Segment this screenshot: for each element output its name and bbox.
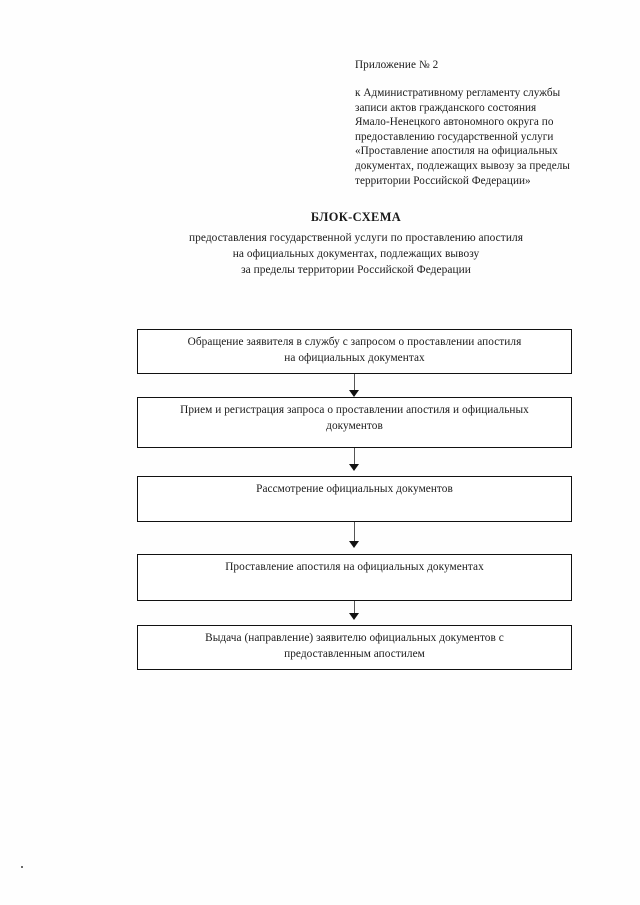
connector-1-to-2 (354, 374, 355, 395)
reference-line: предоставлению государственной услуги (355, 130, 554, 143)
step-line: Обращение заявителя в службу с запросом … (187, 336, 522, 348)
arrowhead-4-to-5 (349, 613, 359, 620)
step-line: Прием и регистрация запроса о проставлен… (180, 404, 529, 416)
flowchart-step-2[interactable]: Прием и регистрация запроса о проставлен… (137, 397, 572, 448)
step-line: предоставленным апостилем (284, 647, 425, 660)
flowchart-step-4-text: Проставление апостиля на официальных док… (146, 560, 563, 576)
appendix-reference-block: Приложение № 2 к Административному регла… (355, 58, 605, 188)
connector-4-to-5 (354, 601, 355, 618)
step-line: Рассмотрение официальных документов (256, 483, 453, 495)
document-title-block: БЛОК-СХЕМА предоставления государственно… (0, 209, 640, 279)
reference-line: документах, подлежащих вывозу за пределы (355, 159, 570, 172)
step-line: Проставление апостиля на официальных док… (225, 561, 484, 573)
subtitle-line: на официальных документах, подлежащих вы… (232, 248, 480, 261)
step-line: Выдача (направление) заявителю официальн… (205, 632, 504, 644)
flowchart-step-1[interactable]: Обращение заявителя в службу с запросом … (137, 329, 572, 374)
subtitle-line: за пределы территории Российской Федерац… (241, 264, 471, 277)
page-title: БЛОК-СХЕМА (310, 210, 402, 224)
reference-line: территории Российской Федерации» (355, 174, 531, 187)
appendix-label: Приложение № 2 (355, 59, 439, 71)
arrowhead-1-to-2 (349, 390, 359, 397)
subtitle-line: предоставления государственной услуги по… (188, 232, 523, 244)
flowchart-step-2-text: Прием и регистрация запроса о проставлен… (146, 403, 563, 434)
step-line: документов (326, 419, 383, 432)
reference-line: «Проставление апостиля на официальных (355, 145, 558, 158)
arrowhead-3-to-4 (349, 541, 359, 548)
reference-line: к Административному регламенту службы (355, 87, 561, 99)
reference-line: Ямало-Ненецкого автономного округа по (355, 116, 554, 129)
scan-artifact-speck (21, 866, 23, 868)
connector-2-to-3 (354, 448, 355, 469)
reference-line: записи актов гражданского состояния (355, 101, 537, 114)
flowchart-step-1-text: Обращение заявителя в службу с запросом … (146, 335, 563, 366)
flowchart-step-3[interactable]: Рассмотрение официальных документов (137, 476, 572, 522)
flowchart-step-5[interactable]: Выдача (направление) заявителю официальн… (137, 625, 572, 670)
flowchart-step-3-text: Рассмотрение официальных документов (146, 482, 563, 498)
arrowhead-2-to-3 (349, 464, 359, 471)
flowchart-step-4[interactable]: Проставление апостиля на официальных док… (137, 554, 572, 601)
connector-3-to-4 (354, 522, 355, 546)
appendix-reference-text: к Административному регламенту службы за… (355, 86, 605, 188)
step-line: на официальных документах (284, 351, 425, 364)
flowchart-step-5-text: Выдача (направление) заявителю официальн… (146, 631, 563, 662)
page-subtitle: предоставления государственной услуги по… (0, 230, 640, 279)
